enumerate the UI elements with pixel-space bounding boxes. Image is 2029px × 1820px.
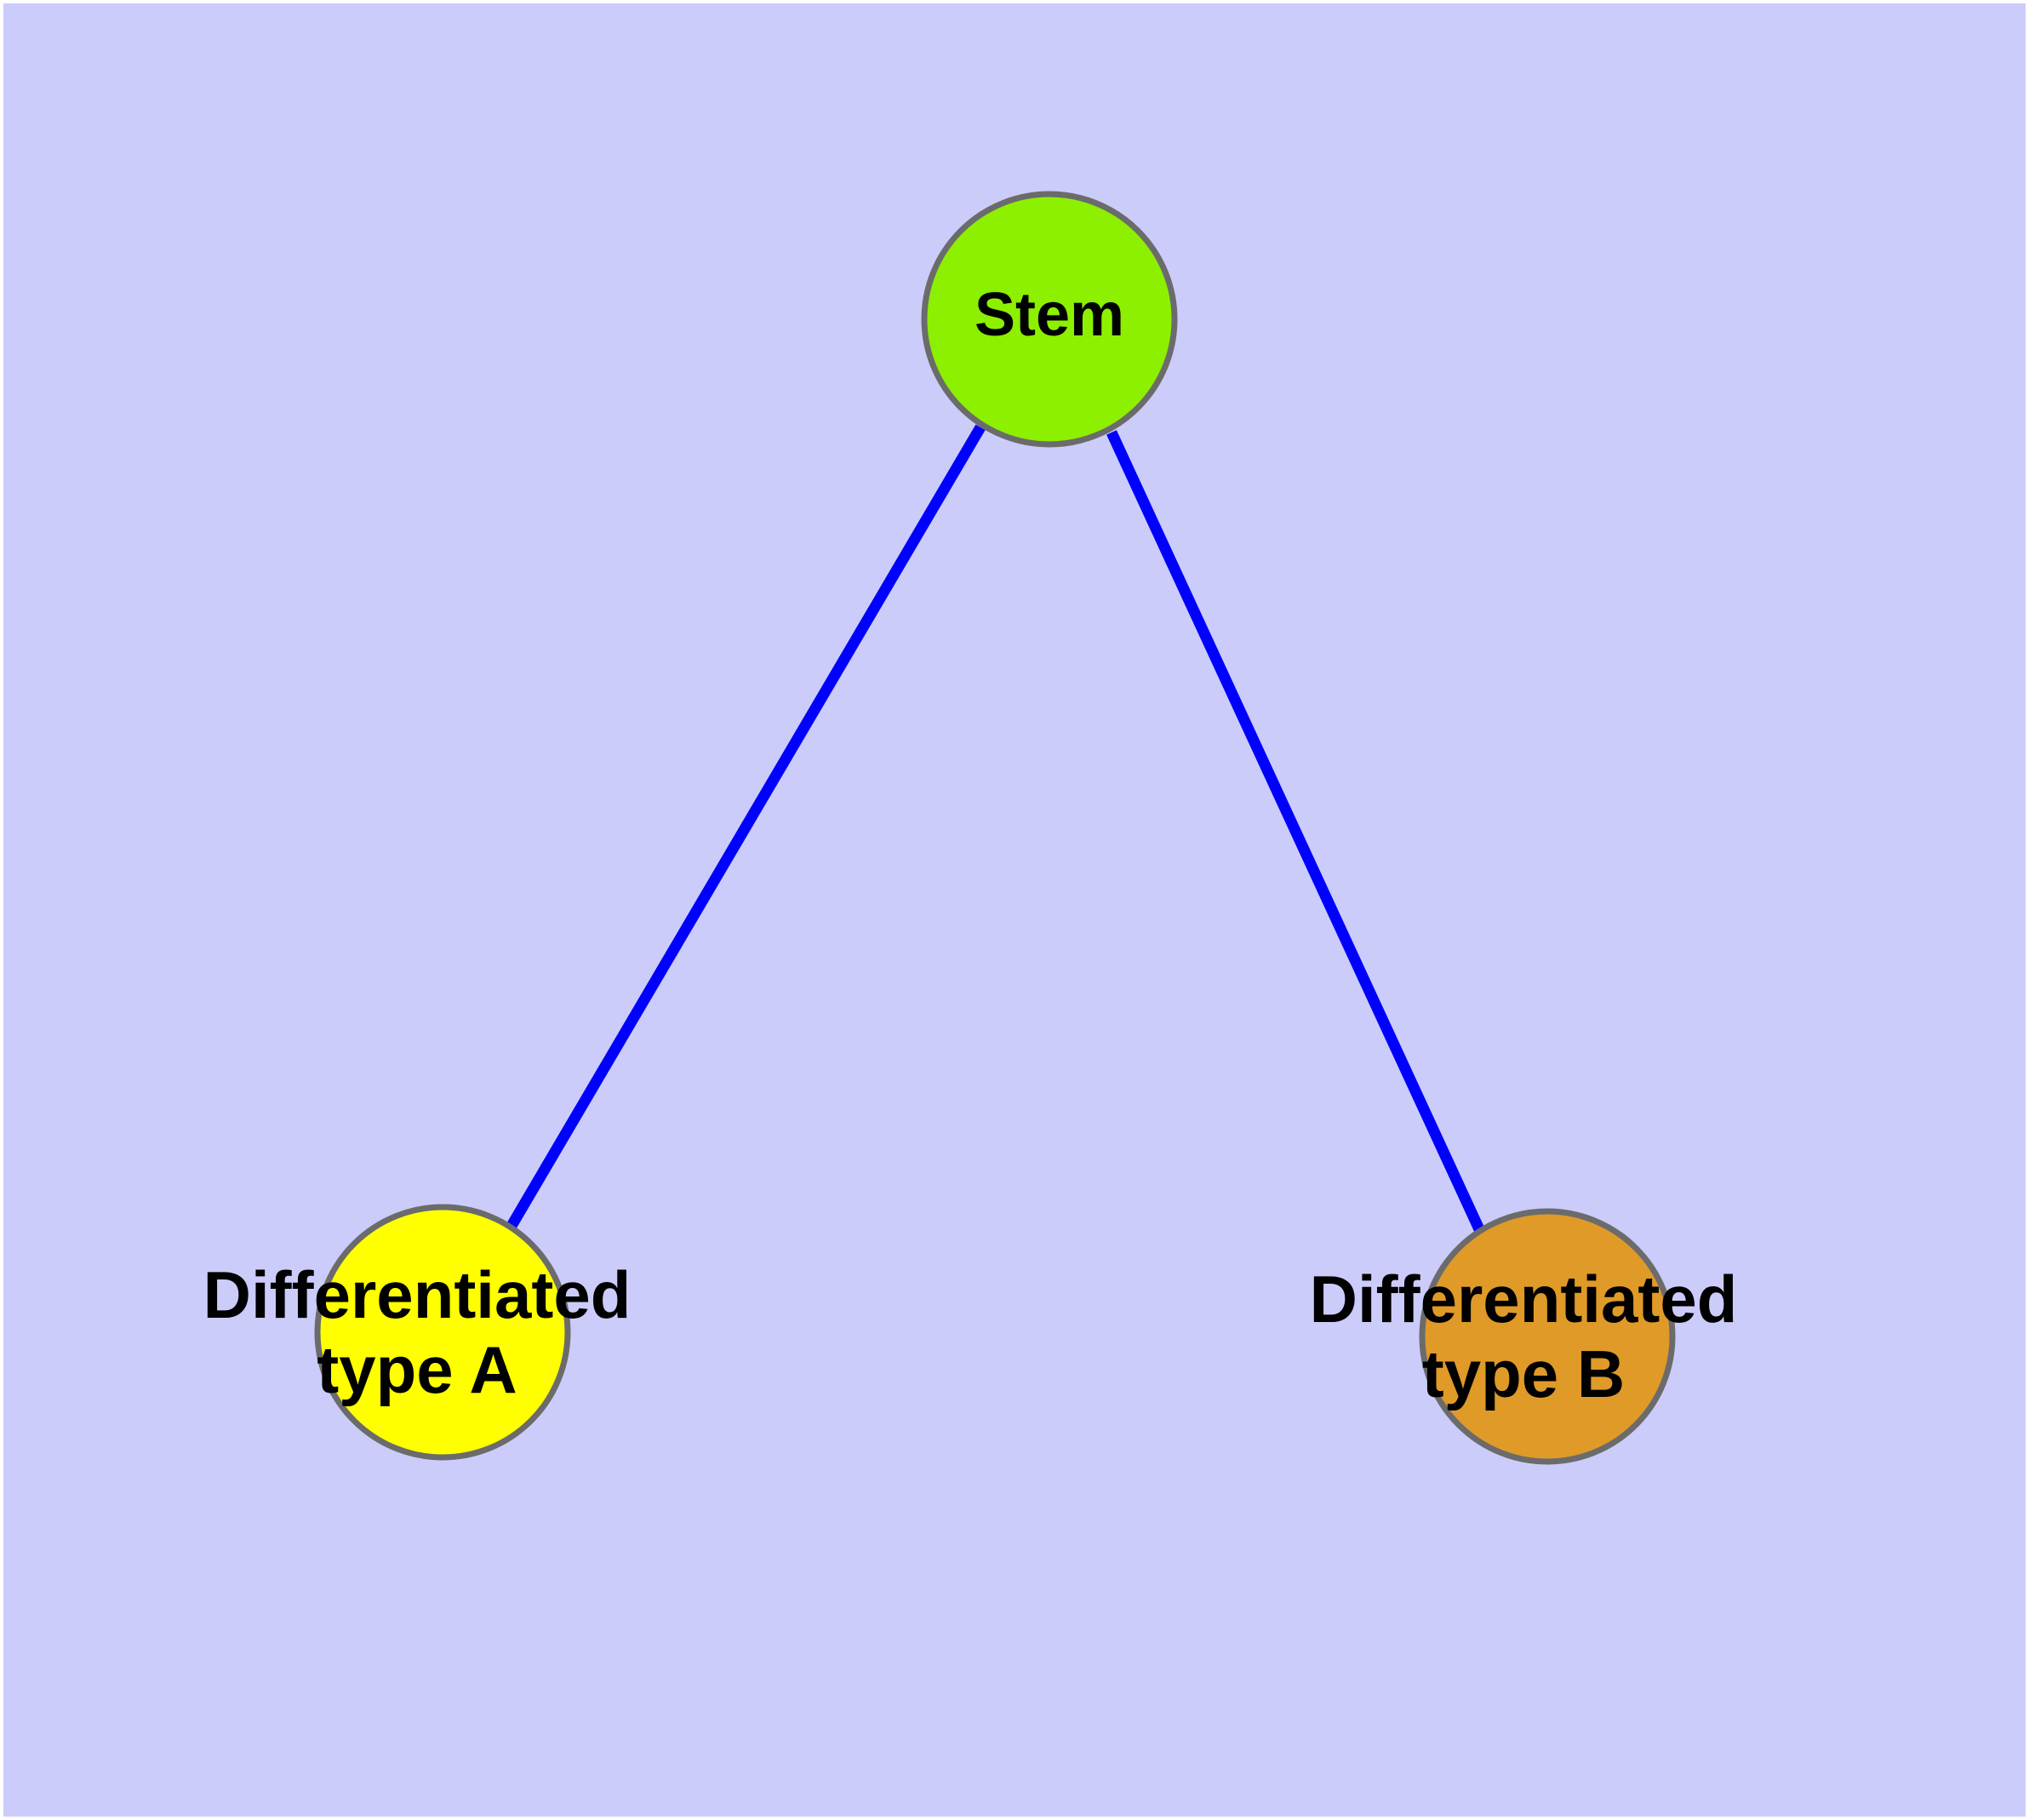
node-label-stem: Stem bbox=[974, 281, 1124, 349]
edge-stem-to-differentiated-type-a bbox=[506, 424, 986, 1229]
node-differentiated-type-b[interactable] bbox=[1419, 1208, 1676, 1465]
edge-stem-to-differentiated-type-b bbox=[1106, 430, 1484, 1232]
node-stem[interactable] bbox=[921, 191, 1178, 448]
node-differentiated-type-a[interactable] bbox=[314, 1204, 571, 1461]
node-layer bbox=[314, 191, 1676, 1465]
edge-layer bbox=[506, 424, 1484, 1232]
